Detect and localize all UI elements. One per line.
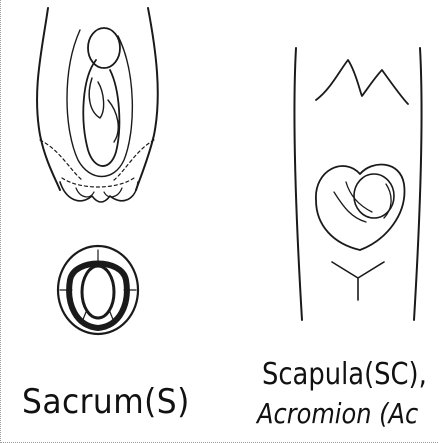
acromion-label: Acromion (Ac [257, 400, 418, 428]
fetus-arm [89, 78, 103, 118]
sacrum-cervix-view [58, 246, 138, 334]
pelvic-bone [60, 182, 138, 202]
umbilicus-y [332, 262, 384, 300]
fetus-leg [108, 100, 118, 142]
uterus-outline [67, 30, 132, 177]
torso-outline-left [294, 48, 302, 320]
abdomen-outline-left [37, 8, 60, 190]
fetus-head [88, 28, 120, 68]
torso-outline-right [414, 48, 422, 320]
sacrum-label: Sacrum(S) [22, 385, 190, 419]
cervix-presenting-part [82, 266, 114, 318]
scapula-label: Scapula(SC), [262, 360, 427, 390]
abdomen-outline-right [136, 8, 158, 190]
fetus-body [83, 60, 119, 166]
pelvic-bone-inner [76, 188, 122, 197]
scapula-abdomen-figure [294, 48, 421, 320]
sacrum-abdomen-figure [37, 8, 158, 202]
breasts-outline [316, 60, 408, 104]
